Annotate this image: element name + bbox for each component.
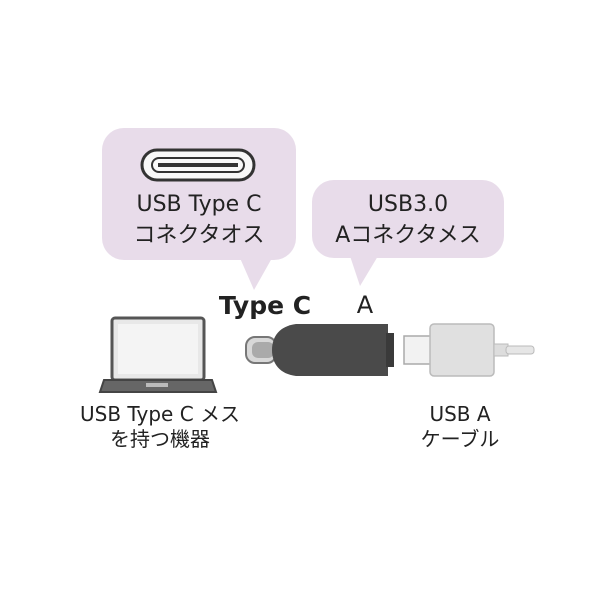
cable-caption-line1: USB A xyxy=(429,402,491,426)
type-c-end-label: Type C xyxy=(218,291,312,320)
cable-caption-line2: ケーブル xyxy=(420,427,500,451)
type-c-bubble-line2: コネクタオス xyxy=(133,222,265,248)
device-caption: USB Type C メス を持つ機器 xyxy=(60,402,260,452)
usb-a-cable-icon xyxy=(403,323,535,377)
usb3-bubble-text: USB3.0 Aコネクタメス xyxy=(312,190,504,252)
cable-caption: USB A ケーブル xyxy=(400,402,520,452)
device-caption-line1: USB Type C メス xyxy=(79,402,241,426)
usb3-bubble xyxy=(312,180,504,286)
device-caption-line2: を持つ機器 xyxy=(110,427,210,451)
usb3-bubble-line1: USB3.0 xyxy=(367,192,449,217)
adapter-icon xyxy=(245,324,394,376)
laptop-icon xyxy=(98,316,218,393)
usb-type-c-connector-icon xyxy=(140,148,256,182)
type-c-bubble-line1: USB Type C xyxy=(136,192,262,217)
usb3-bubble-line2: Aコネクタメス xyxy=(335,222,481,248)
type-c-bubble-text: USB Type C コネクタオス xyxy=(102,190,296,252)
a-end-label: A xyxy=(356,291,374,319)
